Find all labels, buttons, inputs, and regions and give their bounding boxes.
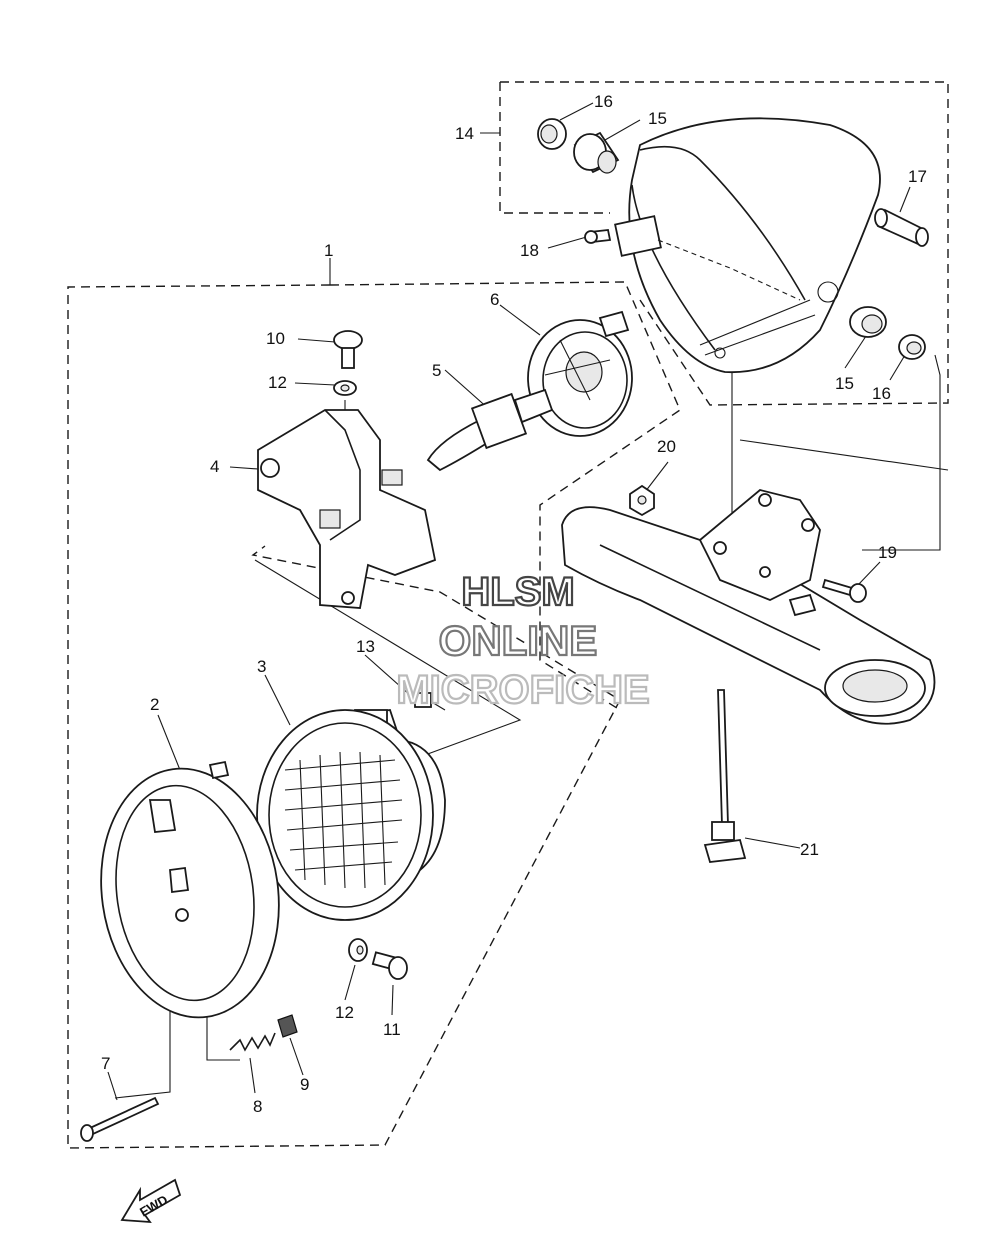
part-15-bushing-top <box>573 131 620 174</box>
callout-16-right: 16 <box>872 384 891 403</box>
watermark-line-3: MICROFICHE <box>396 668 649 712</box>
part-16-collar-right <box>898 334 926 360</box>
callout-13: 13 <box>356 637 375 656</box>
watermark-line-2: ONLINE <box>439 617 598 664</box>
part-6-socket-cover <box>527 310 633 437</box>
callout-16-top: 16 <box>594 92 613 111</box>
part-20-nut <box>629 484 655 517</box>
part-4-bracket <box>257 409 437 609</box>
callout-8: 8 <box>253 1097 262 1116</box>
callout-15-top: 15 <box>648 109 667 128</box>
callout-20: 20 <box>657 437 676 456</box>
part-5-bulb <box>426 388 554 472</box>
callout-21: 21 <box>800 840 819 859</box>
part-10-screw <box>333 330 363 369</box>
part-17-pipe <box>874 208 929 247</box>
callout-4: 4 <box>210 457 219 476</box>
assembly-1-boundary <box>67 281 681 1149</box>
callout-3: 3 <box>257 657 266 676</box>
callout-5: 5 <box>432 361 441 380</box>
part-2-headlight-rim <box>100 760 280 1019</box>
callout-9: 9 <box>300 1075 309 1094</box>
callout-18: 18 <box>520 241 539 260</box>
callout-labels: 1 2 3 4 5 6 7 8 9 10 11 12 12 13 14 15 1… <box>101 92 927 1116</box>
callout-1: 1 <box>324 241 333 260</box>
callout-14: 14 <box>455 124 474 143</box>
callout-6: 6 <box>490 290 499 309</box>
part-11-screw <box>371 951 408 980</box>
handlebar-crown <box>561 439 949 725</box>
callout-10: 10 <box>266 329 285 348</box>
callout-12-bottom: 12 <box>335 1003 354 1022</box>
lens-pattern <box>284 751 403 889</box>
callout-19: 19 <box>878 543 897 562</box>
part-15-bushing-right <box>849 306 887 338</box>
part-3-headlight-unit <box>256 692 446 921</box>
assembly-14-boundary <box>499 81 949 406</box>
callout-17: 17 <box>908 167 927 186</box>
part-19-bolt <box>821 578 867 603</box>
headlight-shell <box>614 117 881 374</box>
callout-11: 11 <box>383 1020 401 1039</box>
callout-15-right: 15 <box>835 374 854 393</box>
watermark: HLSM ONLINE MICROFICHE <box>395 569 651 713</box>
watermark-line-1: HLSM <box>461 570 574 614</box>
fwd-direction-arrow: FWD <box>120 1178 182 1224</box>
part-7-adjust-screw <box>80 1096 160 1142</box>
part-12-washer-top <box>333 380 357 396</box>
part-9-nut <box>277 1014 298 1038</box>
part-8-spring <box>229 1032 276 1052</box>
part-21-cable-tie <box>703 689 747 863</box>
callout-7: 7 <box>101 1054 110 1073</box>
part-18-screw <box>584 229 612 244</box>
part-16-collar-top <box>537 118 567 150</box>
callout-2: 2 <box>150 695 159 714</box>
part-12-washer-bottom <box>348 938 368 962</box>
callout-12-top: 12 <box>268 373 287 392</box>
